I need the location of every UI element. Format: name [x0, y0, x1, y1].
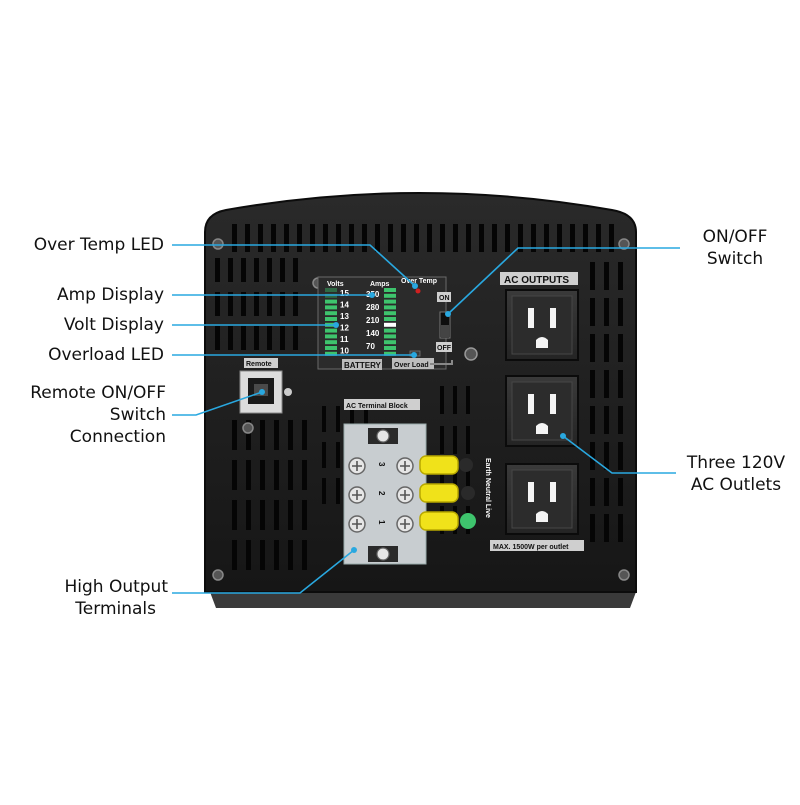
callout-endpoints — [259, 283, 566, 553]
terminal-screws — [348, 429, 414, 561]
callout-outlets-line-1: Three 120V — [686, 453, 786, 473]
ac-outlet[interactable] — [505, 289, 579, 361]
callout-remote-line-1: Remote ON/OFF — [30, 383, 166, 403]
volt-scale-label: 12 — [340, 324, 349, 333]
amp-scale-label: 70 — [366, 342, 375, 351]
earth-neutral-live-label: Earth Neutral Live — [484, 458, 491, 518]
on-label: ON — [439, 295, 450, 302]
over-temp-led-icon — [415, 288, 421, 294]
volt-scale-label: 15 — [340, 289, 349, 298]
volts-label: Volts — [327, 281, 344, 288]
volt-scale-label: 10 — [340, 347, 349, 356]
power-switch[interactable]: ON OFF — [436, 292, 452, 352]
callout-over-temp-led: Over Temp LED — [33, 235, 164, 255]
ground-screw-icon — [464, 347, 478, 361]
vent-grille-right — [590, 262, 623, 542]
volt-scale-label: 14 — [340, 301, 349, 310]
terminal-numbers: 3 2 1 — [377, 462, 386, 525]
callout-outlets: Three 120V AC Outlets — [676, 452, 796, 496]
ac-outputs-label: AC OUTPUTS — [504, 275, 569, 286]
ac-outlet[interactable] — [505, 375, 579, 447]
callout-volt-display: Volt Display — [63, 315, 164, 335]
terminal-number: 1 — [377, 520, 386, 525]
ac-outputs: AC OUTPUTS MAX. 1500W per outlet — [490, 272, 584, 551]
callout-lines — [172, 244, 680, 594]
ac-terminal-block-label: AC Terminal Block — [346, 403, 408, 410]
amp-bar-display — [384, 288, 396, 356]
callout-remote: Remote ON/OFF Switch Connection — [0, 382, 166, 448]
callout-high-output-line-1: High Output — [64, 577, 168, 597]
callout-high-output: High Output Terminals — [0, 576, 168, 620]
ac-outlet[interactable] — [505, 463, 579, 535]
callout-remote-line-2: Switch — [109, 405, 166, 425]
bottom-plate — [210, 592, 636, 608]
callout-onoff: ON/OFF Switch — [680, 226, 790, 270]
vent-grille-left — [215, 258, 298, 350]
volt-scale: 15 14 13 12 11 10 — [340, 289, 349, 356]
over-load-label: Over Load — [394, 362, 429, 369]
remote-label: Remote — [246, 361, 272, 368]
callout-high-output-line-2: Terminals — [75, 599, 156, 619]
wire-lugs — [419, 455, 476, 531]
callout-amp-display: Amp Display — [56, 285, 164, 305]
volt-scale-label: 13 — [340, 312, 349, 321]
amps-label: Amps — [370, 281, 390, 288]
amp-scale-label: 140 — [366, 329, 380, 338]
remote-led-icon — [284, 388, 292, 396]
over-temp-label: Over Temp — [401, 278, 437, 285]
terminal-number: 3 — [377, 462, 386, 467]
vent-grille-top — [232, 224, 614, 252]
amp-scale-label: 210 — [366, 316, 380, 325]
terminal-number: 2 — [377, 491, 386, 496]
ac-terminal-block: AC Terminal Block 3 2 1 — [343, 399, 427, 565]
off-label: OFF — [437, 345, 452, 352]
callout-outlets-line-2: AC Outlets — [690, 475, 782, 495]
callout-onoff-line-2: Switch — [706, 249, 764, 269]
volt-scale-label: 11 — [340, 335, 349, 344]
battery-label: BATTERY — [344, 361, 382, 370]
callout-onoff-line-1: ON/OFF — [702, 227, 768, 247]
amp-scale-label: 280 — [366, 303, 380, 312]
callout-overload-led: Overload LED — [48, 345, 164, 365]
callout-remote-line-3: Connection — [69, 427, 166, 447]
max-rating-label: MAX. 1500W per outlet — [493, 544, 569, 551]
